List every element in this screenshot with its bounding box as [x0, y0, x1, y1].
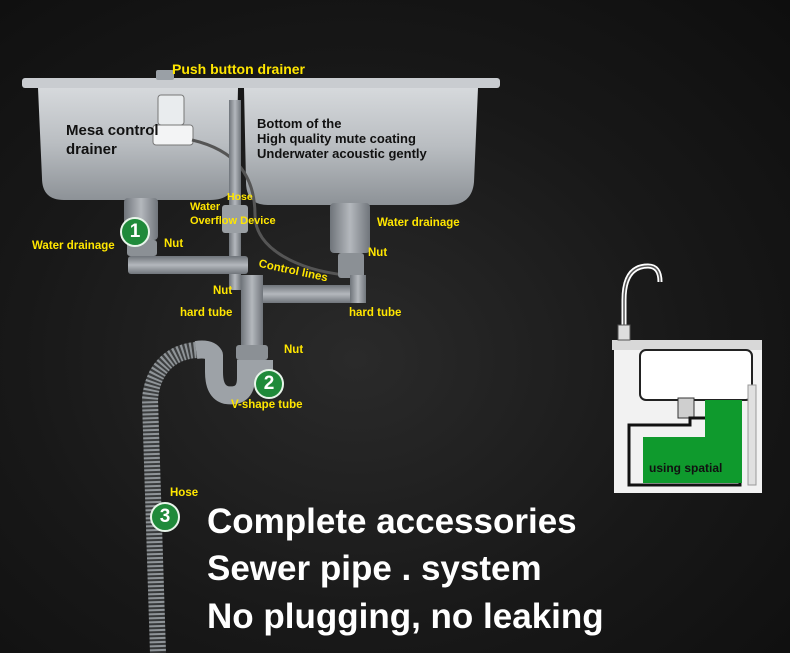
nut-label-4: Nut: [284, 344, 304, 356]
badge-1: 1: [120, 217, 150, 247]
v-shape-tube-label: V-shape tube: [231, 399, 303, 411]
bottom-coating-label: Bottom of the High quality mute coating …: [257, 116, 427, 161]
hard-tube-left-label: hard tube: [180, 307, 233, 319]
control-cable: [191, 138, 346, 277]
hard-tube-right-label: hard tube: [349, 307, 402, 319]
bottom-line-2: High quality mute coating: [257, 131, 416, 146]
sink-bowl-left: [38, 88, 238, 200]
water-drainage-left-label: Water drainage: [32, 240, 115, 252]
overflow-pipe: [229, 100, 241, 290]
bottom-line-1: Bottom of the: [257, 116, 342, 131]
mesa-control-line-2: drainer: [66, 141, 117, 158]
mesa-control-fitting: [157, 94, 185, 126]
nut-label-2: Nut: [368, 247, 388, 259]
pipe-center-vertical: [241, 275, 263, 355]
badge-2: 2: [254, 369, 284, 399]
hose-bottom-label: Hose: [170, 487, 199, 499]
headline-line-3: No plugging, no leaking: [207, 597, 604, 636]
pipe-left-horizontal: [128, 256, 248, 274]
push-button: [156, 70, 174, 80]
headline-line-2: Sewer pipe . system: [207, 549, 542, 588]
sink-bowl-right: [244, 88, 478, 205]
mesa-control-label: Mesa control drainer: [66, 121, 159, 159]
headline-line-1: Complete accessories: [207, 502, 577, 541]
cabinet-inset: [612, 263, 762, 493]
nut-label-1: Nut: [164, 238, 184, 250]
badge-3: 3: [150, 502, 180, 532]
hose-top-label: Hose: [227, 191, 253, 203]
water-overflow-line-2: Overflow Device: [190, 215, 276, 227]
mesa-control-line-1: Mesa control: [66, 122, 159, 139]
water-overflow-label: Water Overflow Device: [190, 200, 276, 228]
using-spatial-label: using spatial: [649, 461, 723, 475]
drain-basket-right: [330, 203, 370, 253]
free-space-area: [643, 400, 742, 483]
water-overflow-line-1: Water: [190, 201, 221, 213]
v-shape-tube: [194, 340, 255, 405]
sink-rim: [22, 78, 500, 88]
bottom-line-3: Underwater acoustic gently: [257, 146, 427, 161]
pipe-right-horizontal: [246, 285, 366, 303]
nut-label-3: Nut: [213, 285, 233, 297]
corrugated-hose: [141, 342, 198, 653]
water-drainage-right-label: Water drainage: [377, 217, 460, 229]
push-button-drainer-label: Push button drainer: [172, 61, 305, 77]
